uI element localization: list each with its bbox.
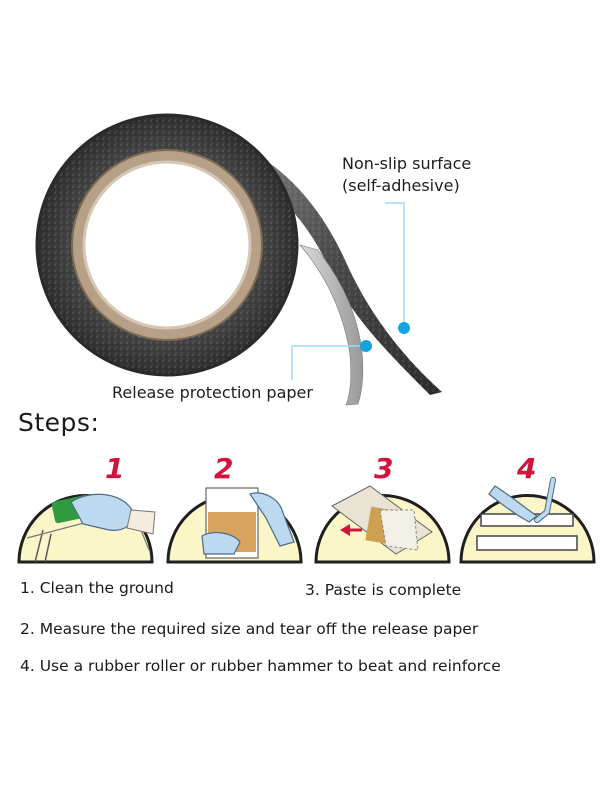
callout-surface-line1: Non-slip surface bbox=[342, 154, 472, 173]
callout-non-slip-surface: Non-slip surface (self-adhesive) bbox=[342, 153, 512, 197]
step-2-number: 2 bbox=[214, 452, 233, 485]
step-3-text: 3. Paste is complete bbox=[305, 581, 462, 599]
step-4-badge: 4 bbox=[459, 452, 596, 564]
tape-roll bbox=[35, 113, 299, 377]
tape-strip bbox=[215, 140, 442, 406]
step-3-badge: 3 bbox=[314, 452, 451, 564]
step-4-text: 4. Use a rubber roller or rubber hammer … bbox=[20, 657, 501, 675]
tape-roll-illustration bbox=[35, 113, 442, 406]
step-2-badge: 2 bbox=[166, 452, 303, 564]
step-4-number: 4 bbox=[516, 452, 536, 485]
callout-surface-line bbox=[385, 202, 410, 334]
step-1-number: 1 bbox=[105, 452, 124, 485]
step-1-text: 1. Clean the ground bbox=[20, 579, 174, 597]
callout-surface-line2: (self-adhesive) bbox=[342, 176, 460, 195]
steps-heading: Steps: bbox=[18, 408, 100, 437]
callout-release-paper: Release protection paper bbox=[112, 383, 313, 402]
step-3-number: 3 bbox=[374, 452, 393, 485]
step-1-badge: 1 bbox=[17, 452, 156, 564]
callout-paper-line bbox=[291, 340, 372, 380]
step-2-text: 2. Measure the required size and tear of… bbox=[20, 620, 479, 638]
